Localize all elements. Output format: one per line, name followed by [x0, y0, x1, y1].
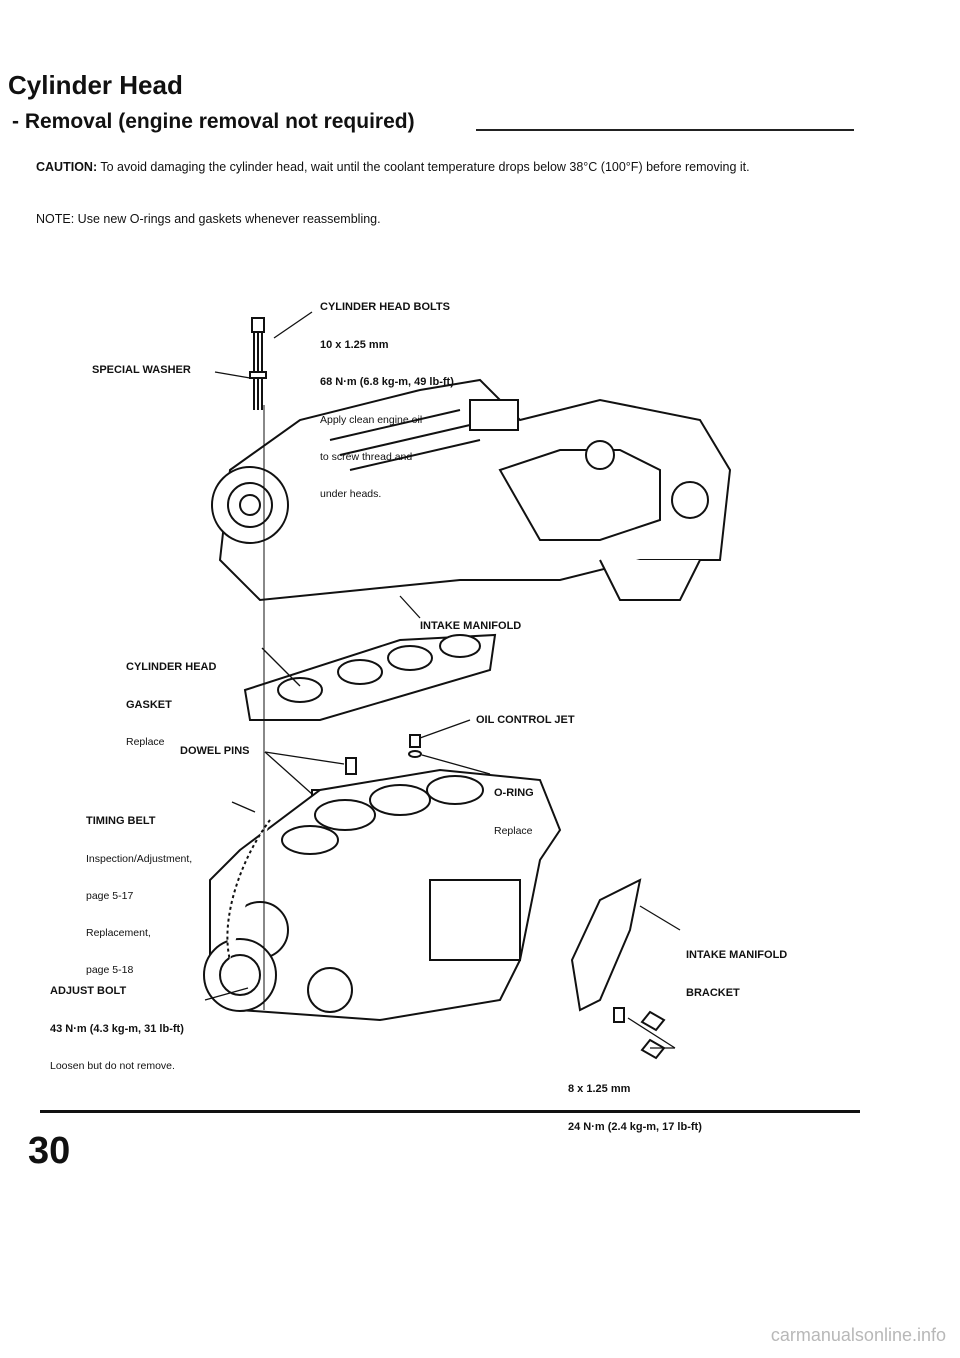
dowel-pins-label: DOWEL PINS — [180, 745, 250, 757]
cylinder-head-bolts-note-2: to screw thread and — [320, 450, 413, 463]
o-ring-label: O-RING Replace — [494, 762, 534, 849]
intake-manifold-label: INTAKE MANIFOLD — [420, 620, 522, 632]
footer-divider — [40, 1110, 860, 1113]
bracket-label-line-2: BRACKET — [686, 986, 740, 999]
timing-belt-line-3: Replacement, — [86, 926, 151, 939]
section-subtitle: - Removal (engine removal not required) — [12, 110, 415, 133]
page-number: 30 — [28, 1130, 71, 1172]
intake-manifold-bracket-label: INTAKE MANIFOLD BRACKET — [686, 924, 787, 1012]
caution-body: To avoid damaging the cylinder head, wai… — [100, 160, 750, 174]
cylinder-head-bolts-note-1: Apply clean engine oil — [320, 413, 423, 426]
timing-belt-line-2: page 5-17 — [86, 889, 134, 902]
special-washer-label: SPECIAL WASHER — [92, 364, 191, 376]
cylinder-head-gasket-label: CYLINDER HEAD GASKET Replace — [126, 636, 216, 761]
page-title: Cylinder Head — [8, 70, 183, 100]
oil-control-jet-label: OIL CONTROL JET — [476, 714, 575, 726]
adjust-bolt-title: ADJUST BOLT — [50, 985, 127, 997]
adjust-bolt-label: ADJUST BOLT 43 N·m (4.3 kg-m, 31 lb-ft) … — [50, 960, 184, 1085]
bracket-label-line-1: INTAKE MANIFOLD — [686, 949, 788, 961]
caution-text: CAUTION: To avoid damaging the cylinder … — [36, 160, 876, 174]
cylinder-head-bolts-note-3: under heads. — [320, 487, 382, 500]
bracket-bolts-torque: 24 N·m (2.4 kg-m, 17 lb-ft) — [568, 1120, 702, 1133]
cylinder-head-bolts-label: CYLINDER HEAD BOLTS 10 x 1.25 mm 68 N·m … — [320, 276, 454, 512]
cylinder-head-drawing — [211, 378, 732, 602]
caution-label: CAUTION: — [36, 160, 98, 174]
cylinder-head-bolts-title: CYLINDER HEAD BOLTS — [320, 301, 450, 313]
bracket-bolts-label: 8 x 1.25 mm 24 N·m (2.4 kg-m, 17 lb-ft) — [568, 1058, 702, 1146]
cylinder-head-bolts-torque: 68 N·m (6.8 kg-m, 49 lb-ft) — [320, 376, 454, 388]
timing-belt-line-4: page 5-18 — [86, 963, 134, 976]
timing-belt-label: TIMING BELT Inspection/Adjustment, page … — [86, 790, 192, 988]
subtitle-divider — [476, 129, 854, 131]
cylinder-head-bolts-size: 10 x 1.25 mm — [320, 338, 389, 351]
gasket-label-line-2: GASKET — [126, 698, 172, 711]
engine-block-drawing — [203, 768, 562, 1022]
gasket-label-line-1: CYLINDER HEAD — [126, 661, 217, 673]
bracket-bolts-size: 8 x 1.25 mm — [568, 1083, 631, 1095]
head-gasket-drawing — [243, 633, 497, 721]
adjust-bolt-note: Loosen but do not remove. — [50, 1060, 175, 1072]
leader-lines — [204, 311, 681, 1049]
gasket-label-note: Replace — [126, 736, 165, 748]
timing-belt-line-1: Inspection/Adjustment, — [86, 852, 193, 865]
o-ring-note: Replace — [494, 824, 533, 837]
intake-manifold-bracket-drawing — [570, 878, 666, 1060]
timing-belt-title: TIMING BELT — [86, 815, 156, 827]
cylinder-head-bolt-drawing — [249, 317, 267, 410]
note-text: NOTE: Use new O-rings and gaskets whenev… — [36, 212, 381, 226]
o-ring-title: O-RING — [494, 787, 534, 799]
watermark: carmanualsonline.info — [770, 1325, 946, 1345]
adjust-bolt-torque: 43 N·m (4.3 kg-m, 31 lb-ft) — [50, 1022, 184, 1035]
